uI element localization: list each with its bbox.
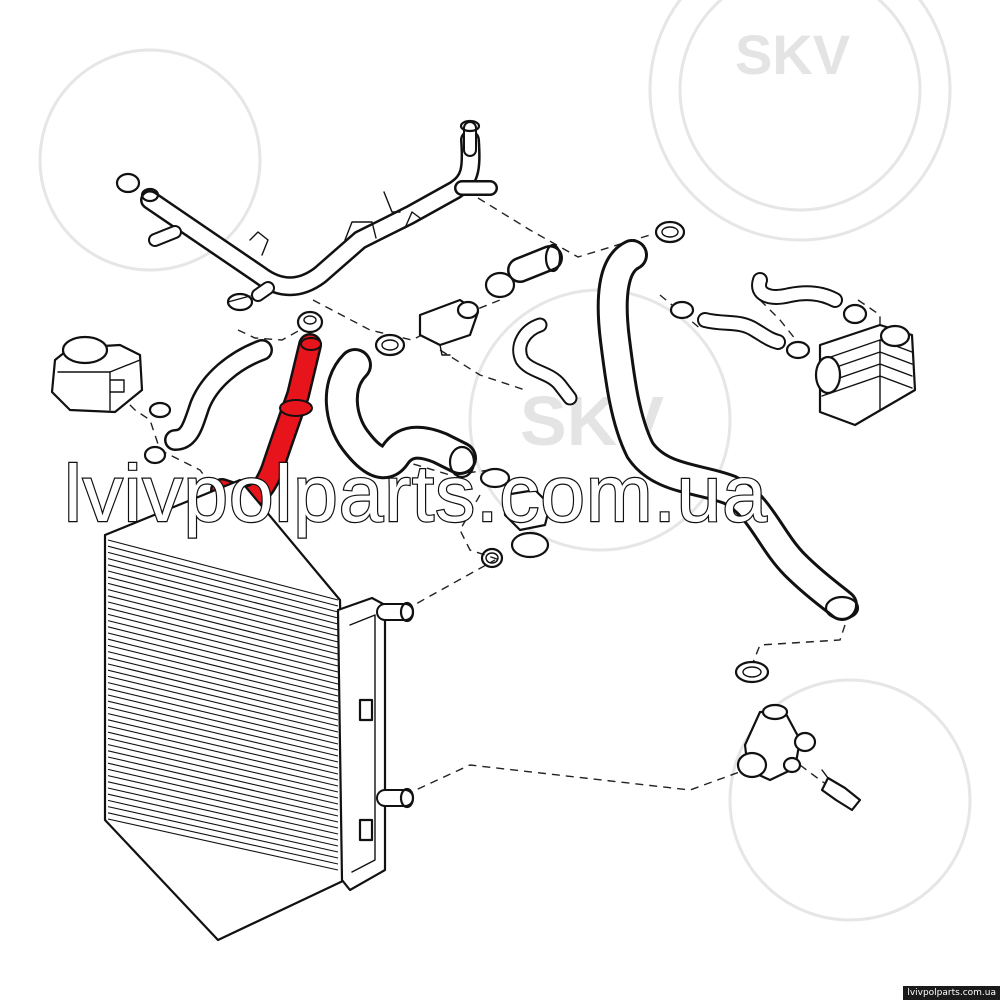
tee-connector-center (503, 488, 552, 559)
coolant-pipe-upper (115, 119, 498, 302)
hose-clip-valve (374, 333, 406, 357)
radiator-fin-line (107, 551, 339, 613)
coolant-flange-lower (736, 703, 817, 782)
radiator-fin-line (107, 564, 339, 625)
radiator-fin-line (107, 657, 339, 715)
o-ring-center (480, 547, 504, 569)
hose-s-shape (512, 317, 578, 406)
radiator-fin-line (107, 744, 339, 799)
radiator-fin-line (107, 576, 339, 637)
oil-cooler-hose-1 (697, 312, 786, 350)
hose-clip-oil-1 (669, 300, 695, 320)
radiator-fin-line (107, 558, 339, 619)
radiator-fin-line (107, 812, 339, 865)
hose-clip-oil-2 (785, 340, 811, 360)
radiator-hose-long (596, 239, 860, 621)
radiator-fin-line (107, 669, 339, 727)
footer-site-url: lvivpolparts.com.ua (903, 986, 1000, 1000)
radiator-fin-line (107, 806, 339, 859)
radiator-fin-line (107, 682, 339, 739)
hose-connector-short (484, 243, 563, 299)
coolant-valve (418, 298, 480, 356)
hose-clip-lower-right (734, 660, 770, 684)
radiator-fin-line (107, 737, 339, 793)
radiator-fin-line (107, 595, 339, 655)
radiator-fin-line (107, 663, 339, 721)
radiator-fin-line (107, 613, 339, 673)
radiator-fin-line (107, 787, 339, 841)
hose-clip-left-1 (226, 292, 254, 312)
hose-clip-right-top (654, 220, 686, 244)
site-url-watermark: lvivpolparts.com.ua (63, 448, 768, 539)
radiator-fin-line (107, 713, 339, 769)
radiator-fin-line (107, 768, 339, 823)
radiator-fin-line (107, 793, 339, 847)
radiator (103, 478, 415, 942)
radiator-fin-line (107, 651, 339, 709)
radiator-fin-line (107, 620, 339, 679)
expansion-tank (50, 335, 144, 414)
radiator-hose-center (324, 348, 477, 480)
hose-clip-left-2 (148, 401, 172, 419)
radiator-fin-line (107, 818, 339, 871)
radiator-fin-line (107, 700, 339, 757)
radiator-fin-line (107, 601, 339, 661)
radiator-fin-line (107, 731, 339, 787)
radiator-fin-line (107, 607, 339, 667)
radiator-fin-line (107, 539, 339, 601)
radiator-fin-line (107, 706, 339, 763)
skv-watermark-top: SKV (735, 23, 850, 86)
radiator-fin-line (107, 688, 339, 745)
cap-nut (296, 310, 324, 334)
radiator-fin-line (107, 675, 339, 733)
radiator-fin-line (107, 762, 339, 817)
radiator-fin-line (107, 719, 339, 775)
radiator-fin-line (107, 570, 339, 631)
radiator-fin-line (107, 725, 339, 781)
hose-clip-center (479, 467, 511, 489)
radiator-fin-line (107, 626, 339, 685)
radiator-fin-line (107, 644, 339, 703)
radiator-fin-line (107, 799, 339, 853)
temperature-sensor (820, 769, 862, 812)
hose-clip-left-3 (143, 445, 167, 465)
radiator-fin-line (107, 582, 339, 643)
radiator-fin-line (107, 545, 339, 607)
oil-cooler (814, 323, 917, 427)
oil-cooler-hose-2 (751, 272, 843, 308)
small-hose-tank (164, 339, 273, 451)
radiator-fin-line (107, 638, 339, 697)
radiator-fin-line (107, 756, 339, 811)
radiator-fins (107, 539, 339, 871)
radiator-fin-line (107, 632, 339, 691)
hose-clip-oil-3 (842, 303, 868, 325)
radiator-fin-line (107, 694, 339, 751)
radiator-fin-line (107, 750, 339, 805)
radiator-fin-line (107, 589, 339, 649)
radiator-fin-line (107, 775, 339, 829)
radiator-fin-line (107, 781, 339, 835)
